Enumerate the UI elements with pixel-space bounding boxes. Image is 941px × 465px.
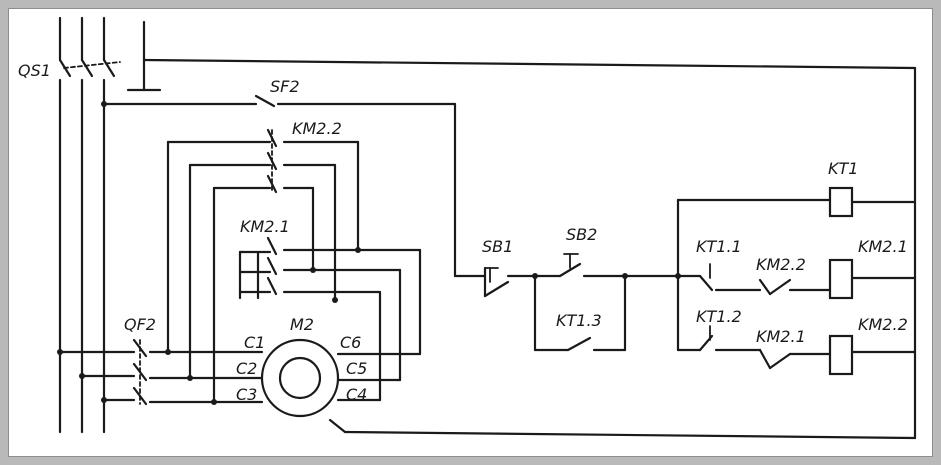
label-kt1-2: KT1.2	[696, 307, 742, 326]
label-m2: M2	[290, 315, 314, 334]
label-km2-1-power: KM2.1	[240, 217, 290, 236]
sf2-line	[101, 94, 487, 278]
km2-1-power-contacts	[238, 236, 422, 402]
label-c5: C5	[346, 359, 367, 378]
motor-m2	[260, 338, 422, 418]
label-km2-2-power: KM2.2	[292, 119, 342, 138]
label-kt1-3: KT1.3	[556, 311, 602, 330]
label-c2: C2	[236, 359, 257, 378]
supply-lines	[58, 16, 162, 434]
label-sb1: SB1	[482, 237, 513, 256]
label-sf2: SF2	[270, 77, 300, 96]
label-km2-2-nc: KM2.2	[756, 255, 806, 274]
top-return-line	[142, 58, 917, 440]
label-sb2: SB2	[566, 225, 597, 244]
qf2-breaker	[57, 140, 264, 406]
label-km2-1-nc: KM2.1	[756, 327, 806, 346]
label-c1: C1	[244, 333, 265, 352]
label-c3: C3	[236, 385, 257, 404]
label-km2-2-coil: KM2.2	[858, 315, 908, 334]
diagram-labels: QS1 SF2 KM2.2 KM2.1 QF2 C1 C2 C3 M2 C6 C…	[18, 61, 908, 404]
label-qs1: QS1	[18, 61, 51, 80]
control-circuit	[483, 186, 917, 376]
label-kt1-1: KT1.1	[696, 237, 742, 256]
km2-2-power-contacts	[166, 128, 360, 302]
label-c4: C4	[346, 385, 367, 404]
label-c6: C6	[340, 333, 361, 352]
diagram-sheet	[8, 8, 933, 457]
label-km2-1-coil: KM2.1	[858, 237, 908, 256]
label-kt1-coil: KT1	[828, 159, 858, 178]
label-qf2: QF2	[124, 315, 156, 334]
